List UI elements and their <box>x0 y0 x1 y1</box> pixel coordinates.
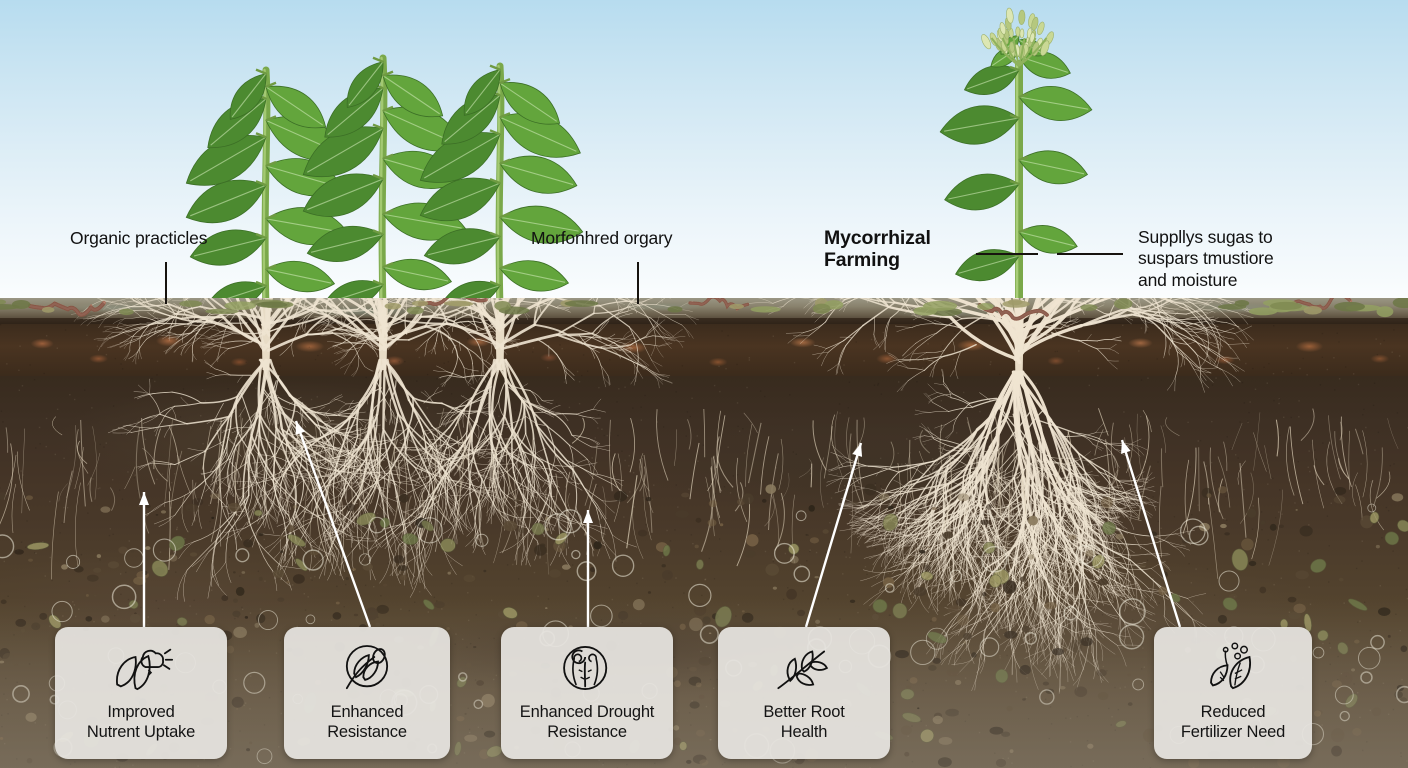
connector-connector-left <box>976 253 1038 255</box>
benefit-card-label-line-1: Better Root <box>763 703 845 721</box>
supply-note-line-1: Suppllys sugas to <box>1138 227 1273 247</box>
leader-line-better-root-health <box>804 442 863 628</box>
surface-label-line-1: Mycorrhizal <box>824 227 931 249</box>
supply-note-line-2: suspars tmustiore <box>1138 248 1274 269</box>
benefit-card-label-line-2: Nutrent Uptake <box>86 722 196 741</box>
benefit-card-label-line-2: Resistance <box>547 722 627 741</box>
leaf-circle-icon <box>334 639 400 697</box>
benefit-card-label-line-1: Enhanced Drought <box>519 703 655 721</box>
supply-note-line-3: and moisture <box>1138 269 1238 290</box>
leaves-cloud-icon <box>108 639 174 697</box>
label-leader-organic-practices <box>165 262 167 304</box>
surface-label-organic-practices: Organic practicles <box>70 228 208 248</box>
leader-line-reduced-fertilizer-need <box>1120 439 1182 628</box>
leader-line-enhanced-resistance <box>294 420 372 628</box>
benefit-card-label-line-1: Enhanced <box>330 703 404 721</box>
label-leader-managed-organic <box>637 262 639 304</box>
leaves-bubbles-icon <box>1200 639 1266 697</box>
surface-label-managed-organic: Morfonhred orgary <box>531 228 673 248</box>
benefit-card-label-line-2: Fertilizer Need <box>1180 722 1286 741</box>
benefit-card-label-line-2: Health <box>780 722 828 741</box>
connector-connector-right <box>1057 253 1123 255</box>
surface-label-line-2: Farming <box>824 248 900 271</box>
branch-leaves-icon <box>771 639 837 697</box>
benefit-card-label-line-1: Reduced <box>1200 703 1266 721</box>
benefit-card-label-line-2: Resistance <box>327 722 407 741</box>
sprout-circle-icon <box>554 639 620 697</box>
benefit-card-label-line-1: Improved <box>107 703 175 721</box>
